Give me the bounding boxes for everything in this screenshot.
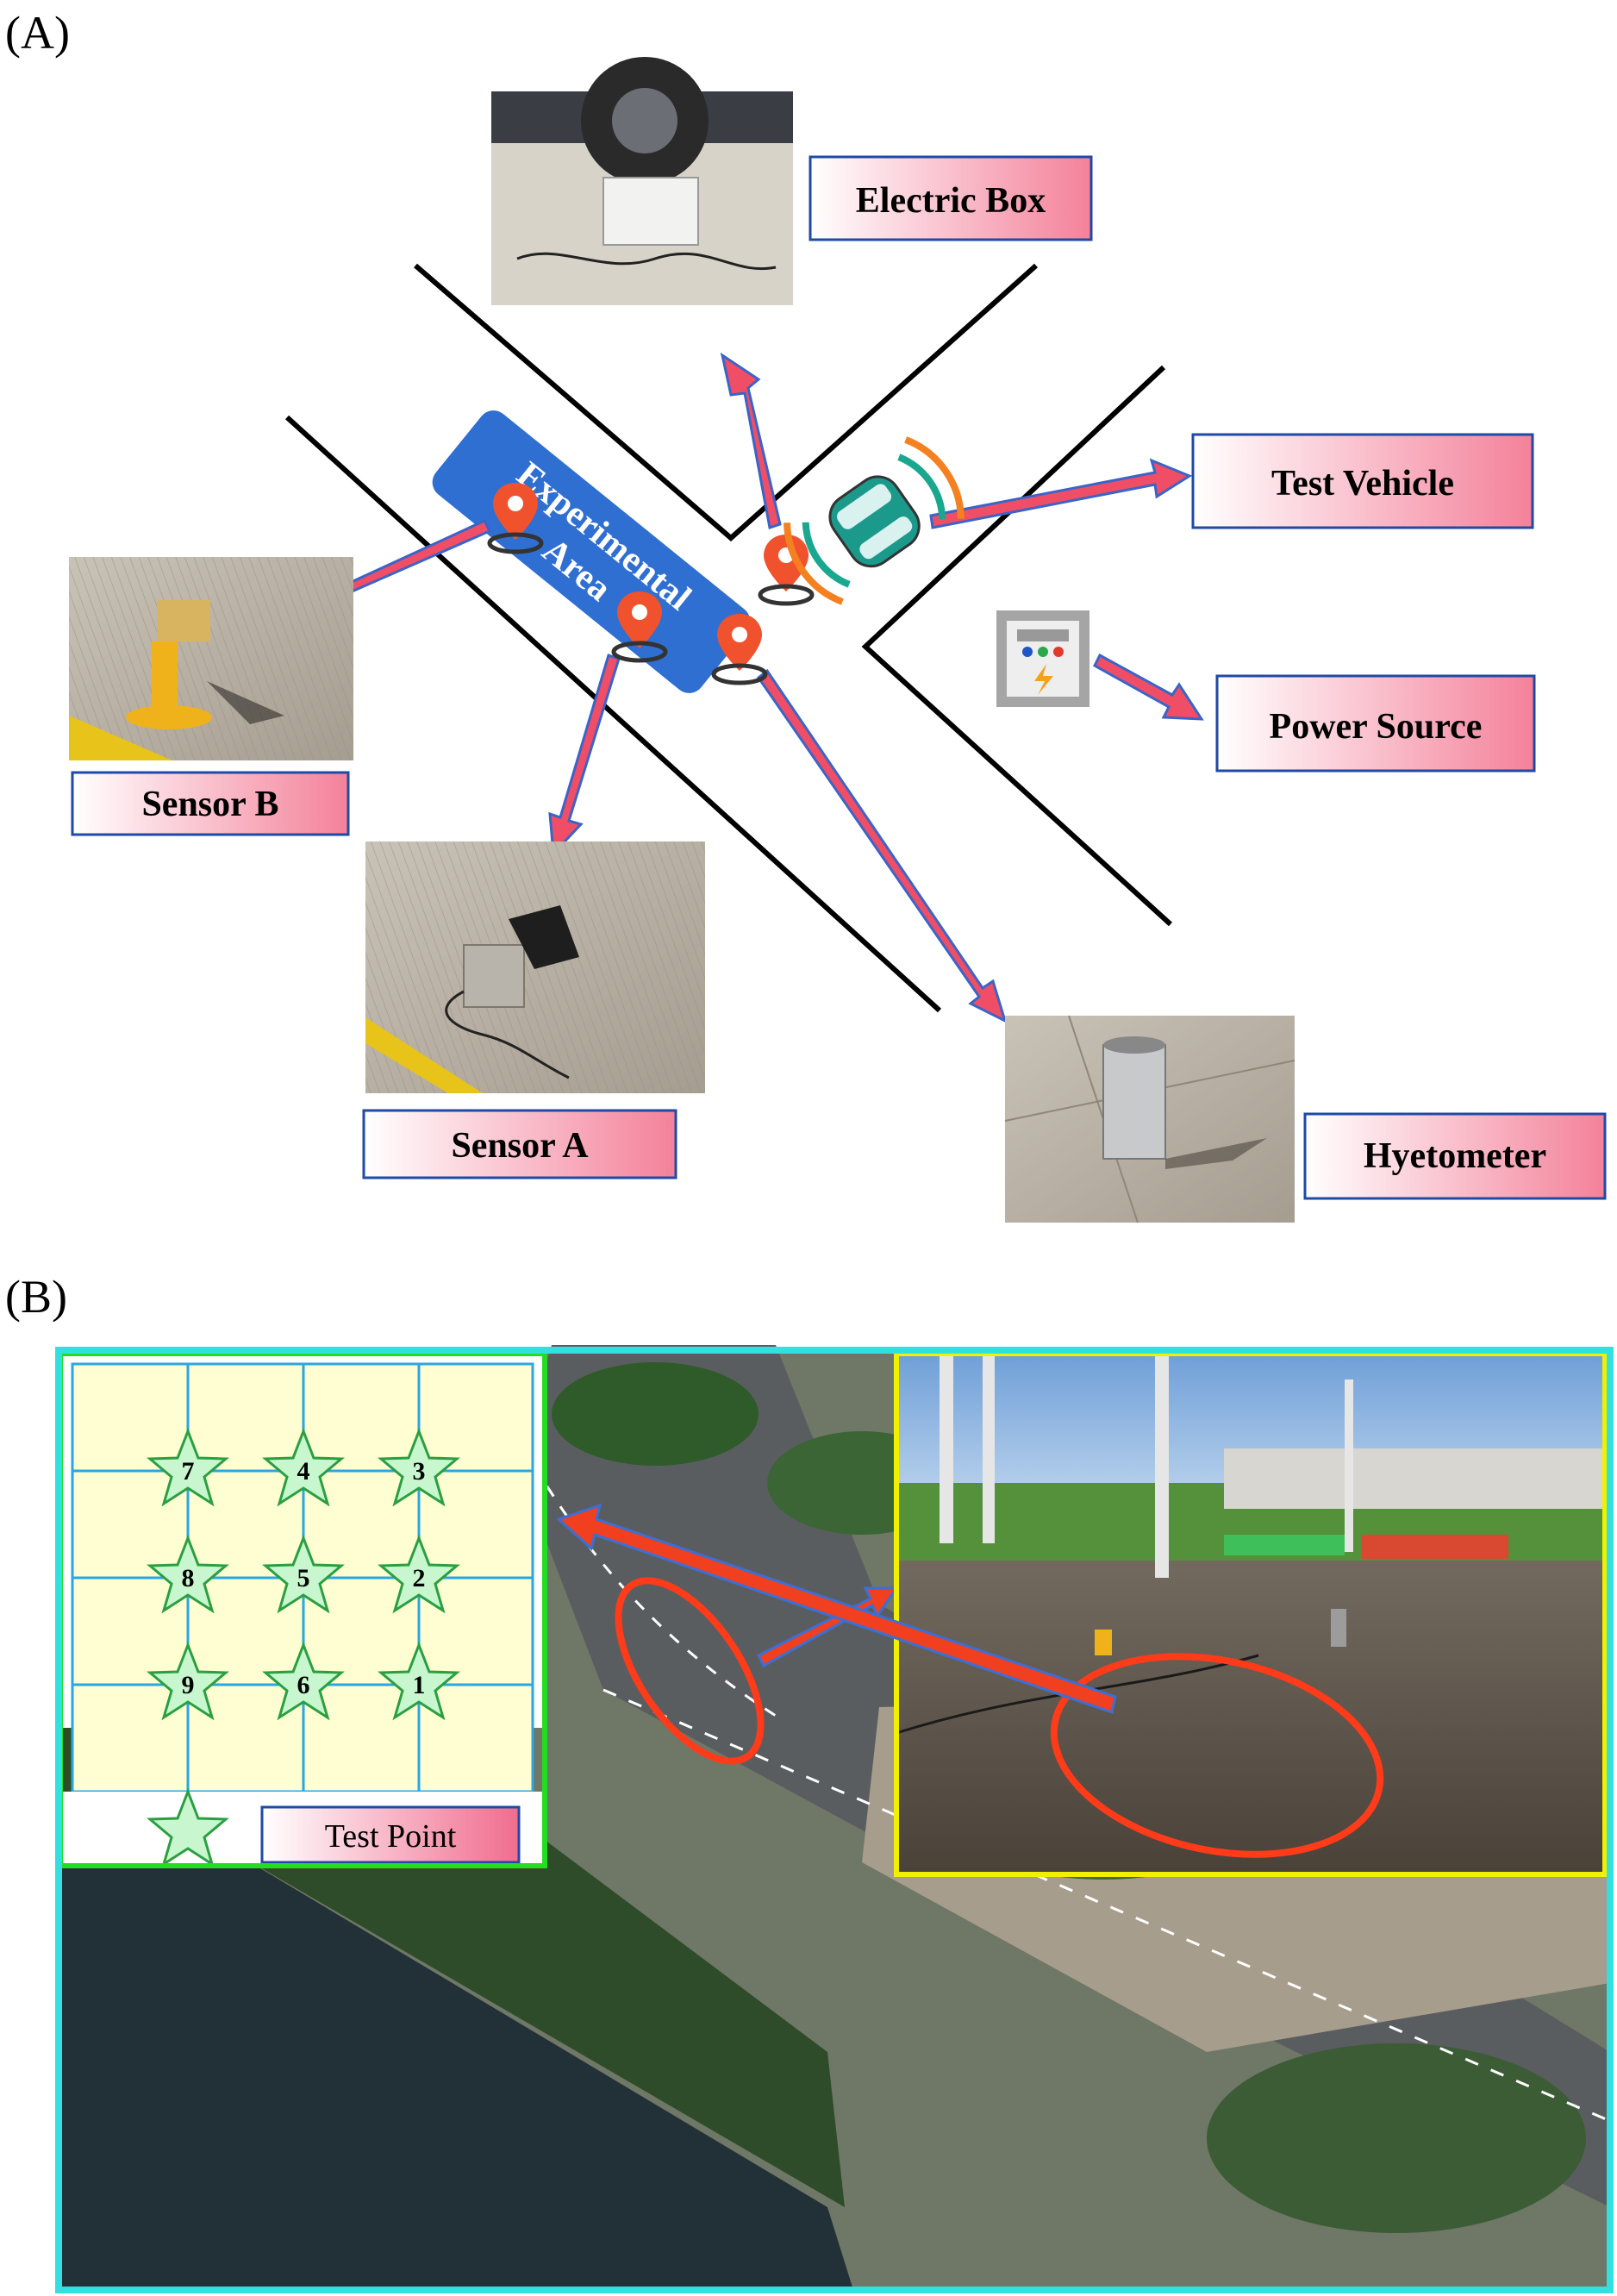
sensor-b-label-box: Sensor B: [71, 771, 350, 836]
panel-b-frame: [55, 1347, 1614, 2293]
electric-box-photo: [491, 57, 793, 305]
road-lines: [284, 263, 1173, 1013]
test-point-label: 3: [413, 1457, 426, 1486]
test-point-label: 1: [413, 1671, 426, 1699]
map-highlight-ellipse: [615, 1577, 765, 1765]
electric-box-label-box: Electric Box: [808, 155, 1093, 241]
electric-box-label: Electric Box: [856, 181, 1046, 221]
test-point-label: 5: [297, 1564, 310, 1592]
sensor-a-label-box: Sensor A: [362, 1109, 677, 1179]
test-point-label: 8: [182, 1564, 195, 1592]
power-source-label: Power Source: [1270, 707, 1483, 747]
legend-label: Test Point: [325, 1818, 457, 1855]
test-point-label: 4: [297, 1457, 310, 1486]
power-source-label-box: Power Source: [1215, 674, 1536, 773]
experimental-area: Experimental Area: [432, 410, 751, 693]
photo-highlight-ellipse: [1050, 1653, 1384, 1858]
wet-pavement-photo: [896, 1354, 1605, 1874]
legend-box: Test Point: [260, 1805, 521, 1864]
test-vehicle-label-box: Test Vehicle: [1191, 433, 1534, 529]
panel-b-label: (B): [5, 1271, 67, 1323]
power-box-icon: [996, 610, 1089, 707]
test-point-label: 9: [182, 1671, 195, 1699]
sensor-a-photo: [365, 841, 705, 1093]
sensor-a-label: Sensor A: [451, 1126, 589, 1166]
car-icon: [784, 436, 965, 605]
hyetometer-label: Hyetometer: [1364, 1136, 1546, 1176]
test-point-label: 7: [182, 1457, 195, 1486]
sensor-b-label: Sensor B: [141, 785, 278, 824]
hyetometer-photo: [1004, 1015, 1295, 1223]
photo-to-grid-arrow: [556, 1503, 1117, 1714]
hyetometer-label-box: Hyetometer: [1303, 1112, 1607, 1200]
panel-a-label: (A): [5, 7, 70, 59]
test-point-label: 2: [413, 1564, 426, 1592]
test-point-label: 6: [297, 1671, 310, 1699]
test-vehicle-label: Test Vehicle: [1271, 464, 1454, 504]
map-to-photo-arrow: [756, 1586, 899, 1668]
sensor-b-photo: [69, 557, 353, 760]
